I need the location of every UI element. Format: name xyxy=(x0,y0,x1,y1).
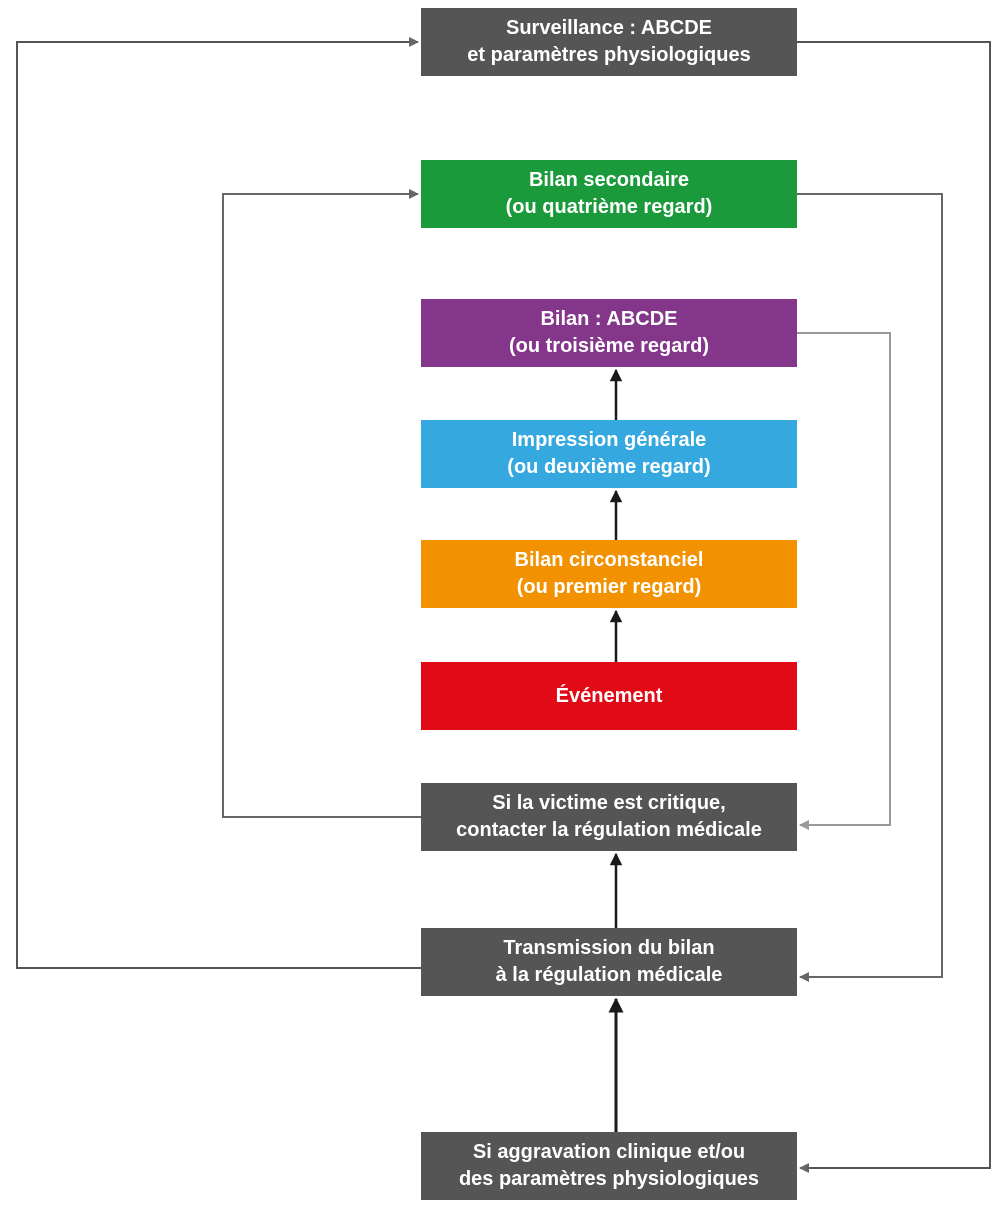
node-bilan-abcde-line2: (ou troisième regard) xyxy=(508,335,710,357)
node-circonstanciel-line1: Bilan circonstanciel xyxy=(514,549,704,571)
node-evenement: Événement xyxy=(421,662,797,730)
node-victime-critique: Si la victime est critique, contacter la… xyxy=(421,783,797,851)
node-transmission-line1: Transmission du bilan xyxy=(503,937,715,959)
loop-bilan-abcde-to-critique xyxy=(797,332,891,830)
node-bilan-secondaire: Bilan secondaire (ou quatrième regard) xyxy=(421,160,797,228)
node-impression-line2: (ou deuxième regard) xyxy=(507,456,711,478)
node-bilan-circonstanciel: Bilan circonstanciel (ou premier regard) xyxy=(421,540,797,608)
loop-critique-to-bilan-secondaire xyxy=(222,189,421,818)
node-evenement-label: Événement xyxy=(555,684,663,707)
node-critique-line1: Si la victime est critique, xyxy=(492,792,726,814)
node-bilan-abcde-line1: Bilan : ABCDE xyxy=(540,308,678,330)
loop-surveillance-to-aggravation xyxy=(797,41,991,1173)
node-critique-line2: contacter la régulation médicale xyxy=(456,819,762,841)
node-transmission-bilan: Transmission du bilan à la régulation mé… xyxy=(421,928,797,996)
node-surveillance-line1: Surveillance : ABCDE xyxy=(506,17,712,39)
node-surveillance: Surveillance : ABCDE et paramètres physi… xyxy=(421,8,797,76)
node-bilan-abcde: Bilan : ABCDE (ou troisième regard) xyxy=(421,299,797,367)
node-aggravation: Si aggravation clinique et/ou des paramè… xyxy=(421,1132,797,1200)
node-bilan-secondaire-line1: Bilan secondaire xyxy=(528,169,690,191)
node-surveillance-line2: et paramètres physiologiques xyxy=(467,44,751,66)
node-aggravation-line1: Si aggravation clinique et/ou xyxy=(472,1141,746,1163)
node-aggravation-line2: des paramètres physiologiques xyxy=(458,1168,760,1190)
node-bilan-secondaire-line2: (ou quatrième regard) xyxy=(505,196,713,218)
loop-transmission-to-surveillance xyxy=(16,37,421,969)
node-transmission-line2: à la régulation médicale xyxy=(495,964,723,986)
node-impression-line1: Impression générale xyxy=(511,429,707,451)
loop-bilan-secondaire-to-transmission xyxy=(797,193,943,982)
node-impression-generale: Impression générale (ou deuxième regard) xyxy=(421,420,797,488)
node-circonstanciel-line2: (ou premier regard) xyxy=(516,576,702,598)
